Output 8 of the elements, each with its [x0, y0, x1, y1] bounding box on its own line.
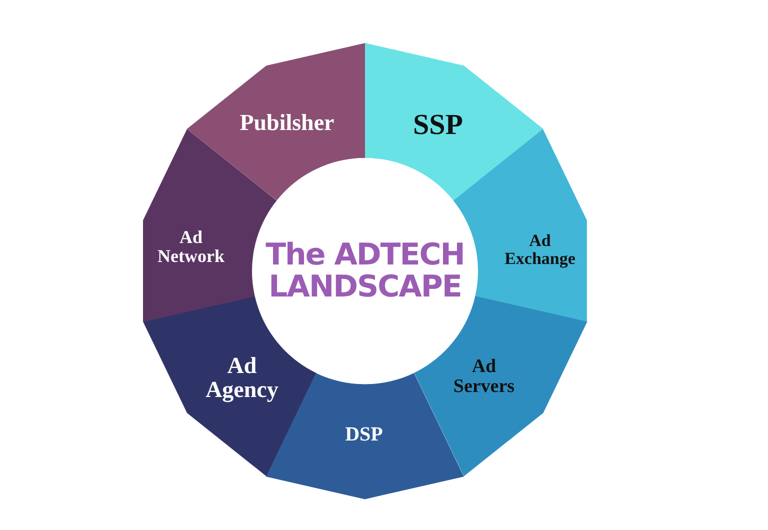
segment-label: Ad Servers: [452, 357, 516, 397]
segment-label: Ad Agency: [204, 354, 280, 402]
segment-label: Pubilsher: [238, 110, 336, 136]
center-label: The ADTECH LANDSCAPE: [265, 240, 465, 302]
segment-label: Ad Exchange: [504, 232, 576, 268]
segment-label: Ad Network: [156, 228, 226, 266]
segment-label: SSP: [412, 110, 464, 140]
segment-label: DSP: [344, 424, 384, 446]
